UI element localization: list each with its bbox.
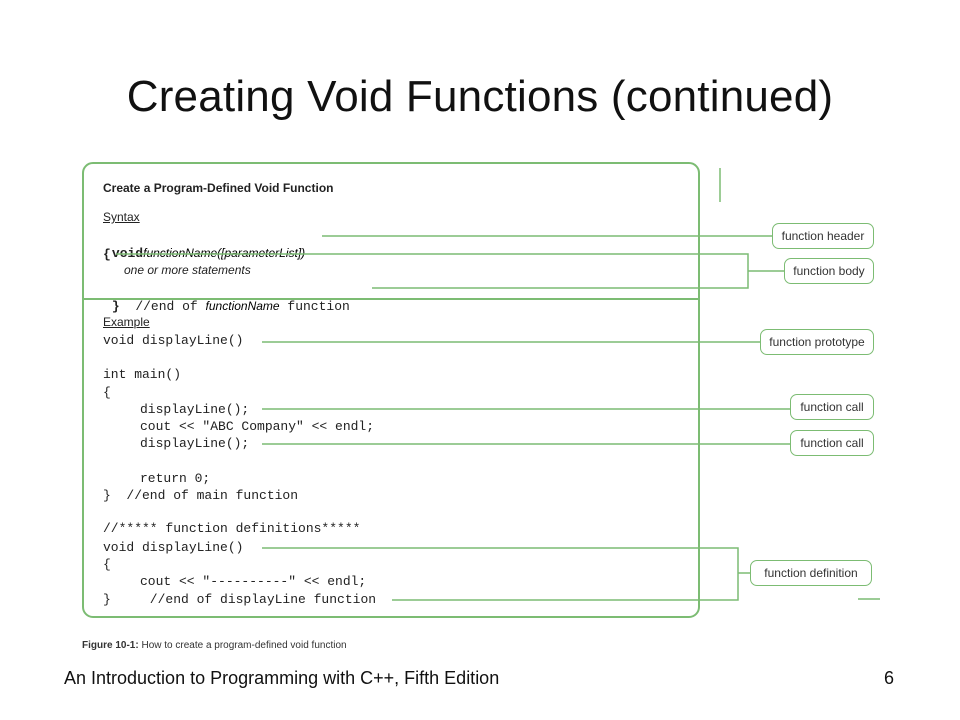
syntax-end-comment-prefix: //end of (135, 299, 198, 314)
syntax-statements: one or more statements (124, 263, 251, 277)
figure-caption: Figure 10-1: How to create a program-def… (82, 640, 347, 651)
callout-function-call-1: function call (790, 394, 874, 420)
page-number: 6 (884, 668, 895, 688)
example-main-header: int main() (103, 367, 182, 382)
example-label: Example (103, 315, 150, 329)
example-main-open-brace: { (103, 385, 111, 400)
example-definitions-comment: //***** function definitions***** (103, 521, 361, 536)
callout-function-body: function body (784, 258, 874, 284)
figure-heading: Create a Program-Defined Void Function (103, 181, 334, 195)
example-definition-cout: cout << "----------" << endl; (140, 574, 367, 589)
example-main-close: } //end of main function (103, 488, 299, 503)
parameter-list-placeholder: ([parameterList]) (217, 246, 306, 260)
figure-caption-number: Figure 10-1: (82, 640, 139, 651)
leader-function-definition-bracket (262, 547, 739, 601)
syntax-end-comment-suffix: function (287, 299, 350, 314)
callout-function-prototype: function prototype (760, 329, 874, 355)
example-call-1: displayLine(); (140, 402, 250, 417)
example-definition-open-brace: { (103, 557, 111, 572)
syntax-end-comment-name: functionName (205, 299, 280, 313)
syntax-example-divider (82, 298, 700, 300)
example-definition-header: void displayLine() (103, 540, 244, 555)
syntax-open-brace: { (103, 247, 111, 262)
footer-book-title: An Introduction to Programming with C++,… (64, 668, 500, 688)
example-return-line: return 0; (140, 471, 211, 486)
syntax-label: Syntax (103, 210, 140, 224)
callout-function-definition: function definition (750, 560, 872, 586)
figure-caption-text: How to create a program-defined void fun… (138, 640, 347, 651)
leader-function-body-bracket (116, 253, 749, 289)
function-name-placeholder: functionName (143, 246, 218, 260)
example-cout-line: cout << "ABC Company" << endl; (140, 419, 375, 434)
figure-frame (82, 162, 700, 618)
example-call-2: displayLine(); (140, 436, 250, 451)
example-prototype: void displayLine() (103, 333, 244, 348)
callout-function-header: function header (772, 223, 874, 249)
syntax-close-brace: } (111, 299, 120, 314)
callout-function-call-2: function call (790, 430, 874, 456)
slide-title: Creating Void Functions (continued) (126, 72, 834, 121)
example-definition-close: } //end of displayLine function (103, 592, 377, 607)
syntax-end-line: } //end of functionName function (103, 282, 350, 314)
